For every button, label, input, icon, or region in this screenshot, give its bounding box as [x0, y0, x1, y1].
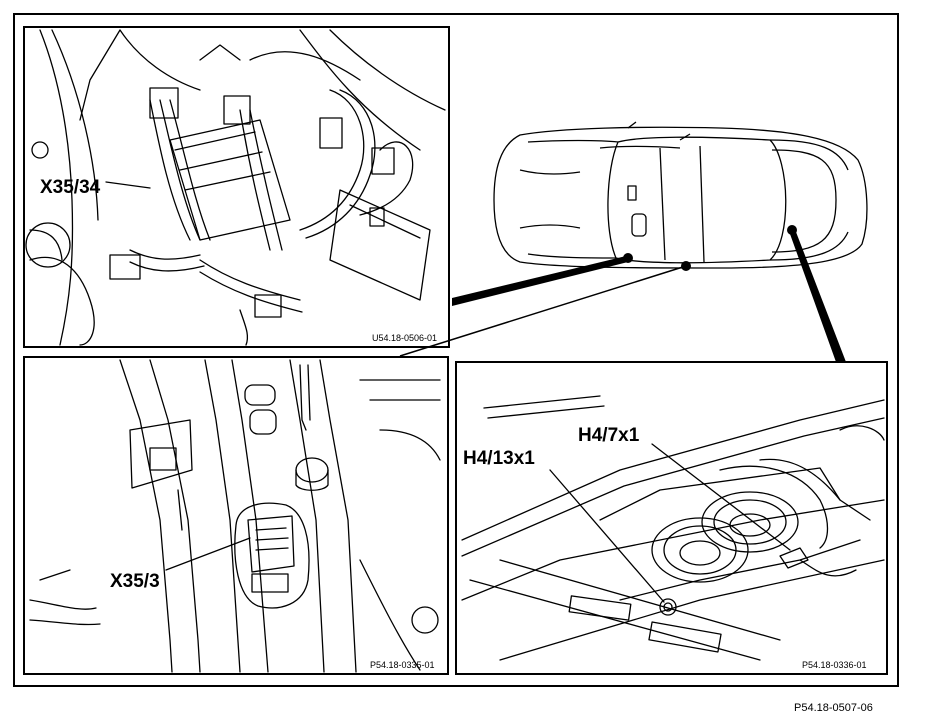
label-x35-3: X35/3: [110, 571, 160, 592]
callout-wedge-bottom-right: [790, 232, 846, 362]
label-h4-7x1: H4/7x1: [578, 425, 640, 446]
car-overview: [493, 121, 868, 269]
ref-top-left: U54.18-0506-01: [372, 333, 437, 343]
panel-top-left: X35/34 U54.18-0506-01: [23, 26, 450, 348]
ref-bottom-right: P54.18-0336-01: [802, 660, 867, 670]
callout-line-bottom-left: [399, 265, 687, 357]
ref-bottom-left: P54.18-0335-01: [370, 660, 435, 670]
panel-bottom-right: H4/13x1 H4/7x1 P54.18-0336-01: [455, 361, 888, 675]
figure-ref: P54.18-0507-06: [794, 702, 873, 714]
outer-frame: [13, 13, 899, 687]
label-x35-34: X35/34: [40, 177, 101, 198]
label-h4-13x1: H4/13x1: [463, 448, 535, 469]
panel-bottom-left: X35/3 P54.18-0335-01: [23, 356, 449, 675]
callout-wedge-top-left: [452, 256, 628, 306]
